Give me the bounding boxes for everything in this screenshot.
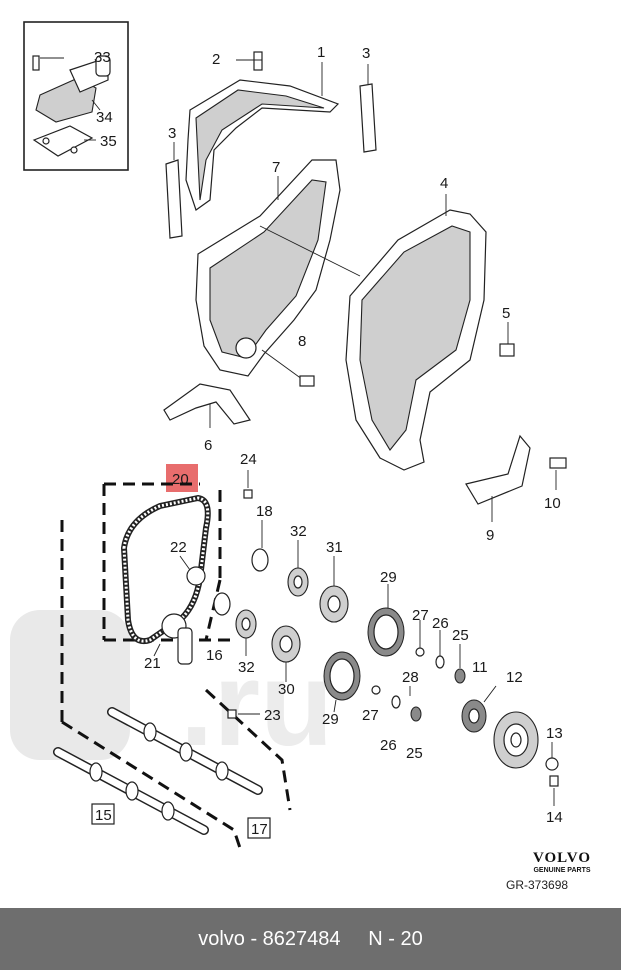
callout-7: 7 (272, 159, 280, 176)
callout-12: 12 (506, 669, 523, 686)
callout-1: 1 (317, 44, 325, 61)
watermark: .ru (10, 610, 333, 771)
callout-35: 35 (100, 133, 117, 150)
seal-18 (251, 520, 269, 572)
callout-32-upper: 32 (290, 523, 307, 540)
clip-left (165, 142, 183, 239)
callout-34: 34 (96, 109, 113, 126)
group-bracket-right (204, 688, 292, 811)
callout-8: 8 (298, 333, 306, 350)
callout-24: 24 (240, 451, 257, 468)
callout-15: 15 (95, 807, 112, 824)
lower-cover-piece (465, 434, 567, 522)
callout-17: 17 (251, 821, 268, 838)
callout-2: 2 (212, 51, 220, 68)
spacer-32-upper (287, 540, 309, 597)
brand-mark: VOLVO GENUINE PARTS (522, 850, 602, 874)
bolt-24 (243, 470, 253, 499)
brand-sub: GENUINE PARTS (533, 867, 591, 874)
callout-33: 33 (94, 49, 111, 66)
callout-30: 30 (278, 681, 295, 698)
callout-26-upper: 26 (432, 615, 449, 632)
callout-28: 28 (402, 669, 419, 686)
callout-5: 5 (502, 305, 510, 322)
pulley-29-upper (367, 584, 405, 657)
callout-9: 9 (486, 527, 494, 544)
seal-16 (213, 592, 231, 616)
clip-right (359, 64, 377, 153)
variator-30 (271, 625, 301, 682)
highlight-20 (166, 464, 198, 492)
camshaft-17 (107, 707, 263, 795)
camshaft-15 (53, 747, 209, 835)
crank-gear (461, 685, 497, 733)
variator-31 (319, 556, 349, 623)
label-box-15 (91, 803, 115, 825)
callout-27-upper: 27 (412, 607, 429, 624)
svg-text:.ru: .ru (180, 637, 333, 771)
pulley-29-lower (323, 651, 361, 713)
callout-6: 6 (204, 437, 212, 454)
callout-32-lower: 32 (238, 659, 255, 676)
callout-27-lower: 27 (362, 707, 379, 724)
inset-solenoid (32, 55, 111, 157)
callout-25-upper: 25 (452, 627, 469, 644)
brand-logo: VOLVO (532, 850, 592, 866)
callout-13: 13 (546, 725, 563, 742)
group-bracket-camshaft-17 (102, 482, 230, 642)
spacer-32-lower (235, 609, 257, 656)
callout-11: 11 (472, 659, 488, 676)
bolt-23 (227, 709, 260, 719)
callout-23: 23 (264, 707, 281, 724)
callout-14: 14 (546, 809, 563, 826)
crank-damper (493, 711, 559, 806)
callout-29-lower: 29 (322, 711, 339, 728)
callout-16: 16 (206, 647, 223, 664)
parts-diagram: .ru 33 34 35 1 2 3 3 (10, 21, 567, 849)
callout-4: 4 (440, 175, 448, 192)
footer-text: volvo - 8627484 N - 20 (198, 927, 423, 950)
callout-26-lower: 26 (380, 737, 397, 754)
callout-22: 22 (170, 539, 187, 556)
group-bracket-camshaft-15 (60, 520, 242, 849)
callout-3-left: 3 (168, 125, 176, 142)
callout-25-lower: 25 (406, 745, 423, 762)
callout-18: 18 (256, 503, 273, 520)
inset-frame (23, 21, 129, 171)
callout-31: 31 (326, 539, 343, 556)
callout-3-right: 3 (362, 45, 370, 62)
tensioner (153, 555, 206, 665)
callout-21: 21 (144, 655, 161, 672)
small-parts (371, 620, 466, 722)
reference-code: GR-373698 (506, 878, 569, 892)
footer-bar: volvo - 8627484 N - 20 (0, 908, 621, 970)
callout-10: 10 (544, 495, 561, 512)
label-box-17 (247, 817, 271, 839)
outer-timing-cover (259, 194, 515, 471)
upper-timing-cover (185, 51, 340, 211)
group-bracket-belt (204, 490, 222, 641)
lower-guide (163, 383, 251, 428)
rear-timing-cover (195, 159, 341, 387)
callout-29-upper: 29 (380, 569, 397, 586)
